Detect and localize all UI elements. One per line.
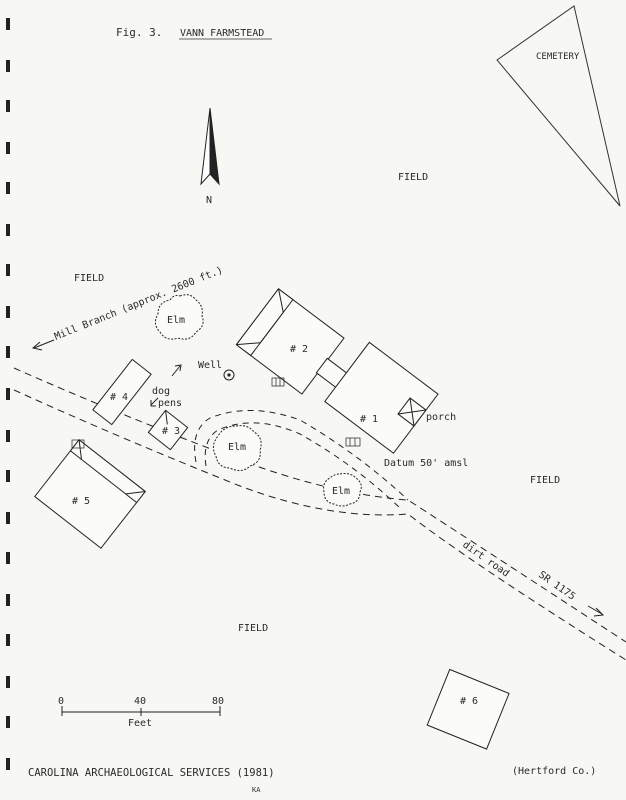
building-6: [426, 668, 510, 750]
cemetery-outline: [496, 5, 621, 207]
scale-bar: [61, 706, 221, 716]
building-5: [34, 439, 146, 549]
credit-line: CAROLINA ARCHAEOLOGICAL SERVICES (1981): [28, 767, 275, 779]
field-label-north: FIELD: [398, 172, 428, 183]
building-3: [147, 409, 189, 451]
datum-label: Datum 50' amsl: [384, 458, 468, 469]
sr-road-arrow: [587, 605, 605, 617]
porch-label: porch: [426, 412, 456, 423]
figure-title: VANN FARMSTEAD: [180, 28, 264, 39]
field-label-west: FIELD: [74, 273, 104, 284]
elm-label-3: Elm: [332, 486, 350, 497]
building-6-label: # 6: [460, 696, 478, 707]
well-symbol: [223, 369, 235, 381]
scale-tick-0: 0: [58, 696, 64, 707]
cemetery-label: CEMETERY: [536, 52, 580, 62]
scale-tick-80: 80: [212, 696, 224, 707]
building-4-label: # 4: [110, 392, 128, 403]
dog-pens-arrow: [150, 397, 159, 407]
building-1-chimney: [345, 437, 361, 447]
north-arrow: [200, 107, 220, 186]
building-1-label: # 1: [360, 414, 378, 425]
elm-label-1: Elm: [167, 315, 185, 326]
figure-number: Fig. 3.: [116, 26, 162, 39]
dirt-road-label: dirt road: [460, 539, 511, 579]
elm-tree-2: [212, 425, 262, 472]
building-4: [92, 358, 152, 426]
well-label: Well: [198, 360, 222, 371]
county-label: (Hertford Co.): [512, 766, 596, 777]
north-label: N: [206, 195, 212, 206]
scale-tick-40: 40: [134, 696, 146, 707]
sr-road-label: SR 1175: [536, 569, 577, 602]
building-5-chimney: [71, 439, 85, 449]
pointer-arrow: [171, 364, 182, 377]
field-label-east: FIELD: [530, 475, 560, 486]
elm-label-2: Elm: [228, 442, 246, 453]
field-label-south: FIELD: [238, 623, 268, 634]
building-3-label: # 3: [162, 426, 180, 437]
building-1: [324, 341, 439, 454]
building-2-chimney: [271, 377, 285, 387]
building-2: [235, 288, 345, 395]
elm-tree-3: [323, 473, 362, 507]
driveway-loop: [194, 410, 409, 509]
dog-pens-label-1: dog: [152, 386, 170, 397]
scale-unit: Feet: [128, 718, 152, 729]
building-2-label: # 2: [290, 344, 308, 355]
mill-branch-arrow: [31, 339, 55, 351]
binding-marks: [6, 18, 10, 770]
dog-pens-label-2: pens: [158, 398, 182, 409]
elm-tree-1: [154, 294, 204, 340]
building-5-label: # 5: [72, 496, 90, 507]
initials: KA: [252, 786, 261, 794]
porch-structure: [397, 397, 427, 427]
